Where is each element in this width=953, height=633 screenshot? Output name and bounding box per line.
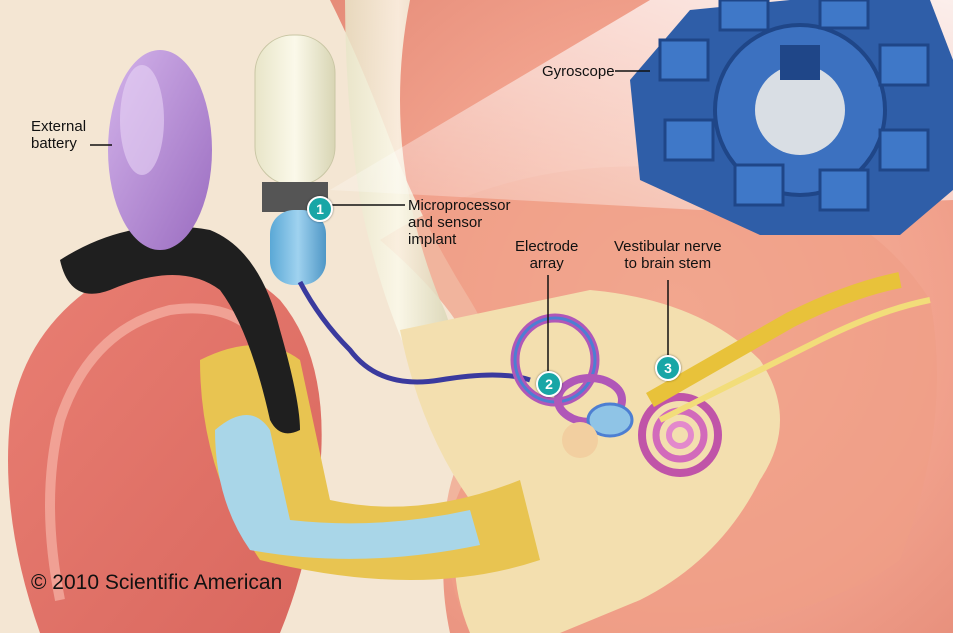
label-external-battery: External battery [31,118,86,152]
label-electrode-array: Electrode array [515,238,578,272]
label-gyroscope: Gyroscope [542,63,615,80]
copyright-text: © 2010 Scientific American [31,571,282,595]
implant-cap [255,35,335,185]
badge-1: 1 [307,196,333,222]
label-vestibular-nerve: Vestibular nerve to brain stem [614,238,722,272]
label-microprocessor: Microprocessor and sensor implant [408,197,511,248]
badge-2: 2 [536,371,562,397]
badge-3: 3 [655,355,681,381]
